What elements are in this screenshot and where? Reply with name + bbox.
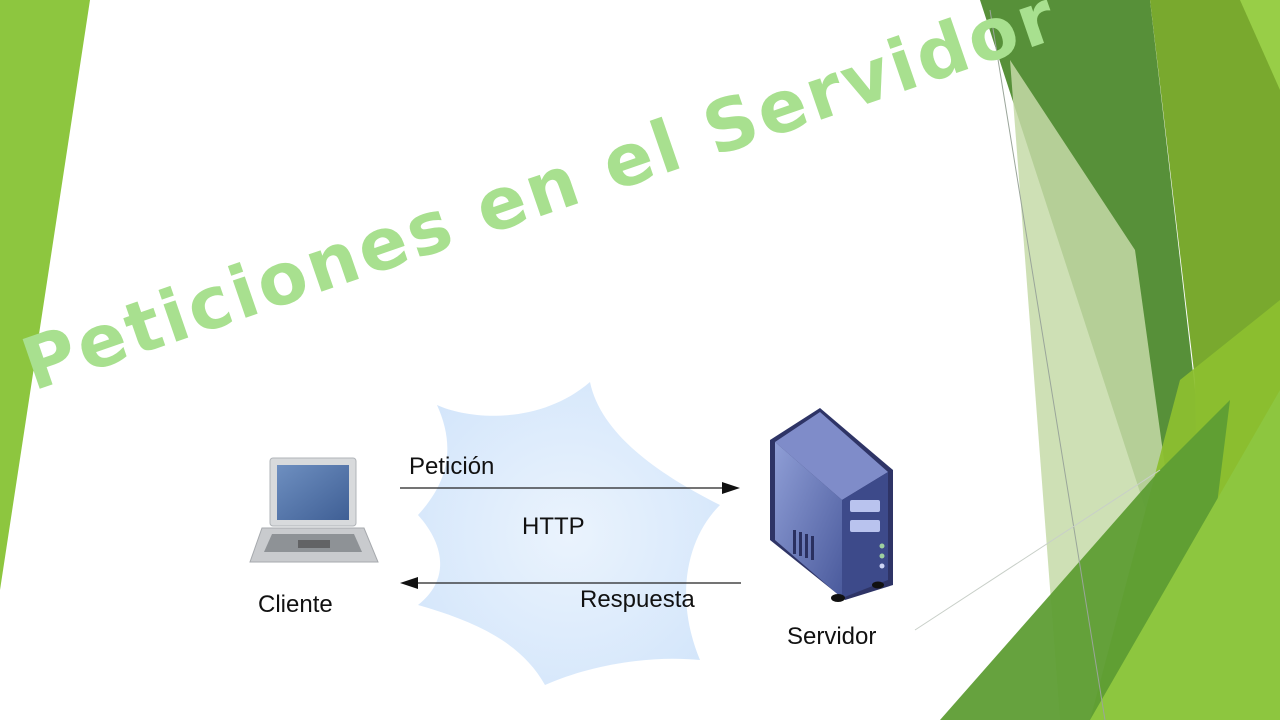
cloud-icon [418, 382, 720, 685]
arrow-left-icon [400, 577, 741, 589]
protocol-label: HTTP [522, 513, 585, 540]
accent-line-1 [989, 9, 1106, 720]
arrow-right-icon [400, 482, 740, 494]
left-green-band [0, 0, 90, 590]
server-label: Servidor [787, 623, 877, 650]
request-label: Petición [409, 453, 495, 480]
client-label: Cliente [258, 591, 333, 618]
top-right-sliver [1240, 0, 1280, 90]
accent-line-2 [914, 469, 1161, 631]
server-icon [770, 408, 893, 602]
laptop-icon [249, 457, 379, 563]
response-label: Respuesta [580, 586, 695, 613]
bottom-facet-lime [1090, 390, 1280, 720]
